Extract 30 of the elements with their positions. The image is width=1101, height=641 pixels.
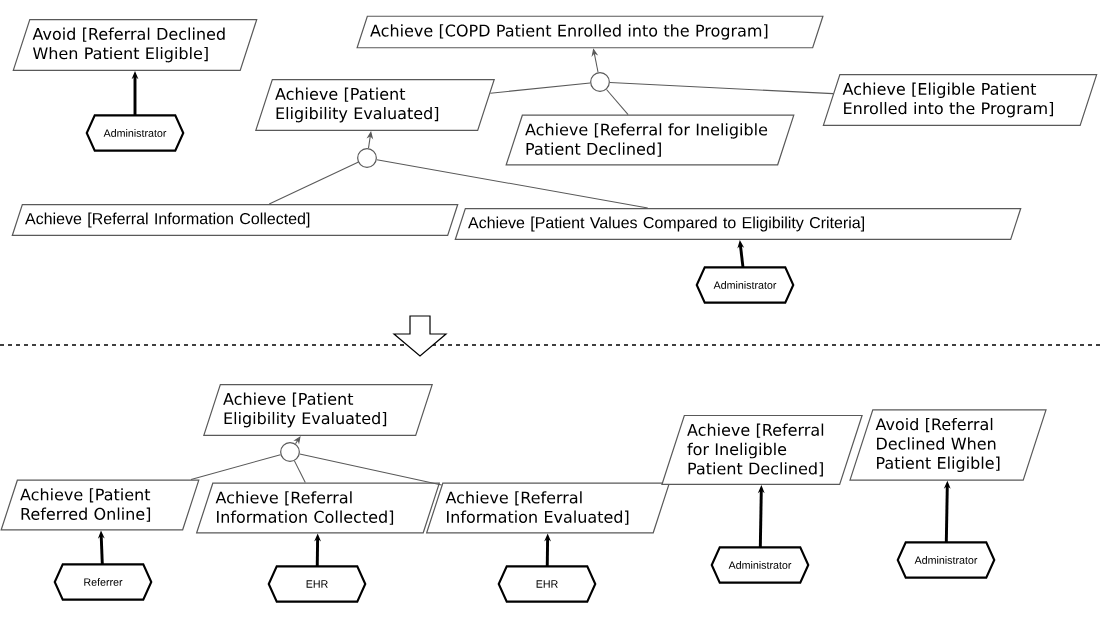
connector-line [376,159,649,209]
goal-parallelogram: Achieve [Eligible Patient Enrolled into the Program] [822,74,1098,126]
connector-line [190,454,281,481]
refinement-circle [590,72,610,92]
goal-parallelogram: Achieve [Referral for Ineligible Patient Declined] [505,114,795,166]
agent-hexagon: Administrator [695,266,795,304]
connector-line [605,89,629,116]
goal-parallelogram: Achieve [Patient Referred Online] [0,479,200,531]
arrow [293,436,301,445]
agent-hexagon: Administrator [85,114,185,152]
goal-parallelogram: Achieve [COPD Patient Enrolled into the Program] [356,15,824,49]
connector-line [609,81,834,95]
agent-hexagon: EHR [497,565,597,603]
goal-parallelogram: Achieve [Patient Values Compared to Eligibility Criteria] [454,207,1022,241]
agent-hexagon: Administrator [896,541,996,579]
goal-parallelogram: Avoid [Referral Declined When Patient Eligible] [12,18,258,71]
goal-parallelogram: Achieve [Referral Information Collected] [11,203,459,237]
connector-line [268,161,359,205]
connector-line [299,453,443,486]
agent-hexagon: Referrer [53,563,153,601]
refinement-circle [280,442,300,462]
goal-parallelogram: Achieve [Patient Eligibility Evaluated] [203,384,433,436]
connector-line [293,460,306,484]
goal-parallelogram: Avoid [Referral Declined When Patient Eligible] [849,409,1047,481]
refinement-circle [357,148,377,168]
connector-line [489,82,591,94]
agent-hexagon: Administrator [710,546,810,584]
agent-hexagon: EHR [267,565,367,603]
goal-parallelogram: Achieve [Referral for Ineligible Patient Declined] [661,414,863,486]
goal-parallelogram: Achieve [Patient Eligibility Evaluated] [255,79,495,131]
